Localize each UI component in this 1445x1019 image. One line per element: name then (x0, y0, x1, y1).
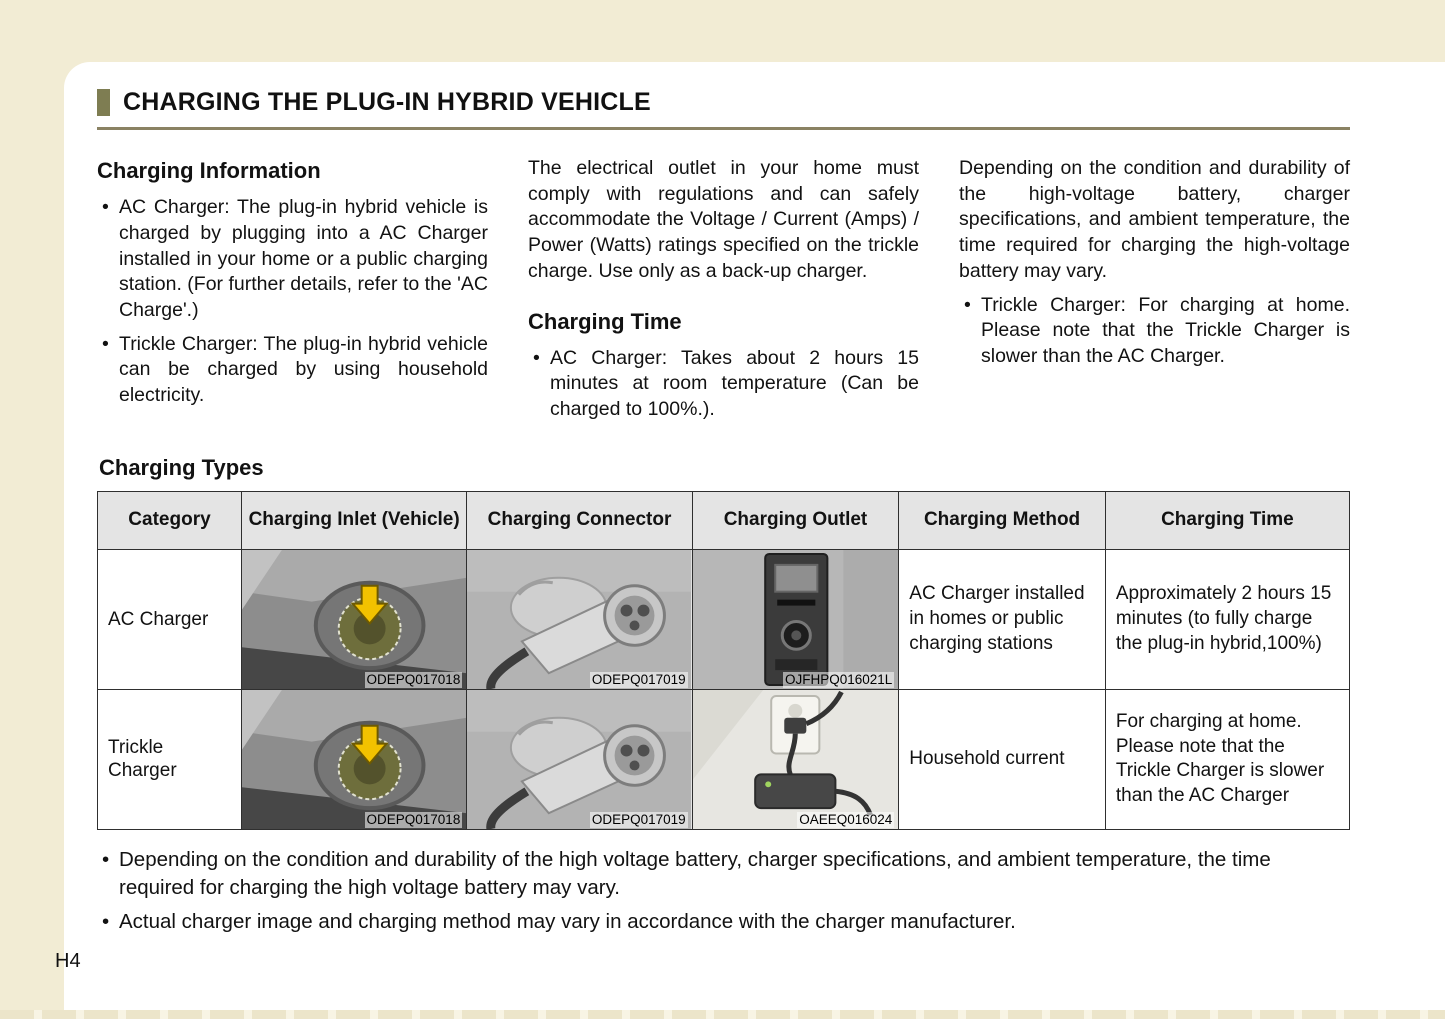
col-header-charging-inlet: Charging Inlet (Vehicle) (240, 490, 468, 550)
bottom-deco (0, 1010, 1445, 1019)
manual-page: CHARGING THE PLUG-IN HYBRID VEHICLE Char… (64, 62, 1445, 1010)
charging-time-heading: Charging Time (528, 308, 682, 334)
outlet-photo-cell: OJFHPQ016021L (691, 548, 900, 690)
charging-types-table: Category Charging Inlet (Vehicle) Chargi… (97, 490, 1351, 830)
column-middle: The electrical outlet in your home must … (528, 156, 919, 431)
category-cell: Trickle Charger (97, 688, 242, 830)
time-cell: Approximately 2 hours 15 minutes (to ful… (1104, 548, 1351, 690)
outlet-photo-cell: OAEEQ016024 (691, 688, 900, 830)
down-arrow-icon (350, 724, 389, 765)
method-cell: Household current (898, 688, 1106, 830)
column-right: Depending on the condition and durabilit… (959, 156, 1350, 431)
time-cell: For charging at home. Please note that t… (1104, 688, 1351, 830)
charging-connector-photo (467, 690, 692, 829)
table-row-trickle-charger: Trickle Charger ODEPQ01701 (97, 688, 1351, 830)
connector-photo-cell: ODEPQ017019 (466, 548, 693, 690)
inlet-photo-cell: ODEPQ017018 (240, 688, 468, 830)
bullet-ac-charger-info: AC Charger: The plug-in hybrid vehicle i… (97, 195, 488, 324)
col-header-charging-time: Charging Time (1104, 490, 1351, 550)
down-arrow-icon (350, 584, 389, 625)
charging-types-heading: Charging Types (99, 454, 264, 480)
section-marker (97, 89, 110, 116)
photo-caption: OJFHPQ016021L (782, 672, 895, 688)
photo-caption: ODEPQ017019 (589, 812, 688, 828)
category-cell: AC Charger (97, 548, 242, 690)
bullet-trickle-charger-info: Trickle Charger: The plug-in hybrid vehi… (97, 332, 488, 409)
method-cell: AC Charger installed in homes or public … (898, 548, 1106, 690)
charging-inlet-photo (242, 690, 466, 829)
household-outlet-photo (693, 690, 898, 829)
col-header-category: Category (97, 490, 242, 550)
charging-connector-photo (467, 550, 692, 689)
battery-condition-paragraph: Depending on the condition and durabilit… (959, 157, 1350, 282)
charging-inlet-photo (242, 550, 466, 689)
inlet-photo-cell: ODEPQ017018 (240, 548, 468, 690)
col-header-charging-connector: Charging Connector (466, 490, 693, 550)
photo-caption: ODEPQ017018 (364, 672, 463, 688)
outlet-regulations-paragraph: The electrical outlet in your home must … (528, 157, 919, 282)
bullet-ac-charging-time: AC Charger: Takes about 2 hours 15 minut… (528, 346, 919, 423)
page-number: H4 (55, 950, 81, 972)
footnotes: Depending on the condition and durabilit… (97, 846, 1350, 937)
table-header-row: Category Charging Inlet (Vehicle) Chargi… (97, 490, 1351, 550)
col-header-charging-method: Charging Method (898, 490, 1106, 550)
photo-caption: ODEPQ017019 (589, 672, 688, 688)
intro-columns: Charging Information AC Charger: The plu… (97, 156, 1350, 431)
connector-photo-cell: ODEPQ017019 (466, 688, 693, 830)
page-title: CHARGING THE PLUG-IN HYBRID VEHICLE (123, 88, 651, 116)
table-row-ac-charger: AC Charger ODEPQ017018 (97, 548, 1351, 690)
photo-caption: ODEPQ017018 (364, 812, 463, 828)
footnote-charger-image: Actual charger image and charging method… (97, 908, 1350, 937)
ac-charging-station-photo (693, 550, 898, 689)
col-header-charging-outlet: Charging Outlet (691, 490, 900, 550)
photo-caption: OAEEQ016024 (797, 812, 895, 828)
bullet-trickle-charger-home: Trickle Charger: For charging at home. P… (959, 293, 1350, 370)
footnote-battery-variance: Depending on the condition and durabilit… (97, 846, 1350, 903)
charging-information-heading: Charging Information (97, 158, 321, 183)
column-charging-information: Charging Information AC Charger: The plu… (97, 156, 488, 431)
page-header: CHARGING THE PLUG-IN HYBRID VEHICLE (97, 88, 1350, 130)
